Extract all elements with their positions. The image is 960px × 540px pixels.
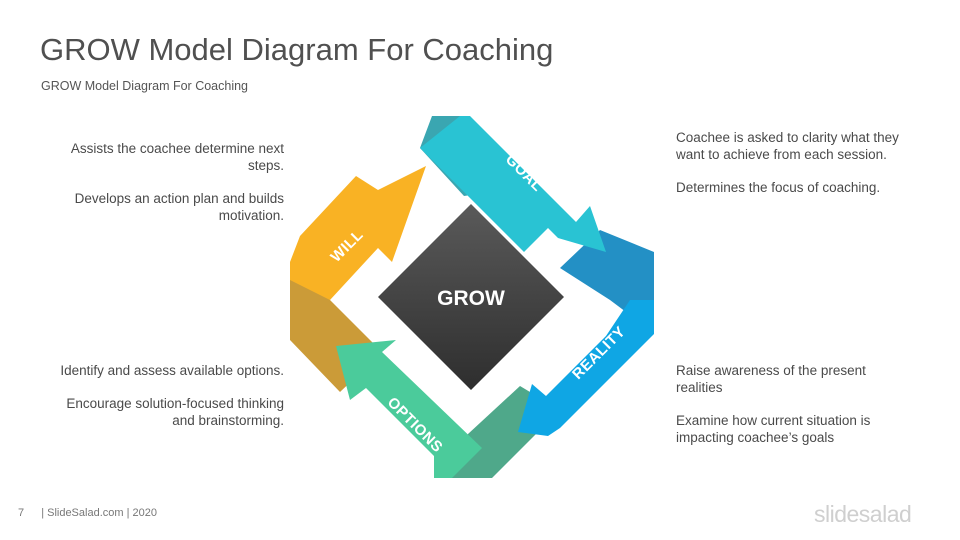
reality-text-2: Examine how current situation is impacti… [676, 413, 871, 445]
reality-text-1: Raise awareness of the present realities [676, 363, 866, 395]
center-diamond [378, 204, 564, 390]
reality-arrow [518, 300, 654, 436]
brand-logo: slidesalad [814, 501, 912, 527]
footer-text: | SlideSalad.com | 2020 [41, 507, 157, 519]
slide-title: GROW Model Diagram For Coaching [40, 32, 554, 67]
center-label: GROW [437, 287, 505, 310]
goal-arrow [420, 116, 606, 252]
slide-subtitle: GROW Model Diagram For Coaching [41, 79, 249, 93]
goal-description: Coachee is asked to clarity what they wa… [676, 129, 906, 212]
options-text-2: Encourage solution-focused thinking and … [66, 396, 284, 428]
options-description: Identify and assess available options. E… [60, 362, 284, 445]
will-description: Assists the coachee determine next steps… [60, 140, 284, 240]
goal-text-2: Determines the focus of coaching. [676, 180, 881, 195]
options-text-1: Identify and assess available options. [60, 363, 284, 378]
footer: 7 | SlideSalad.com | 2020 [18, 507, 157, 519]
will-text-1: Assists the coachee determine next steps… [70, 141, 284, 173]
will-arrow [290, 166, 426, 300]
will-text-2: Develops an action plan and builds motiv… [74, 191, 284, 223]
options-arrow [336, 340, 482, 478]
page-number: 7 [18, 507, 25, 519]
goal-text-1: Coachee is asked to clarity what they wa… [676, 130, 899, 162]
reality-description: Raise awareness of the present realities… [676, 362, 906, 462]
